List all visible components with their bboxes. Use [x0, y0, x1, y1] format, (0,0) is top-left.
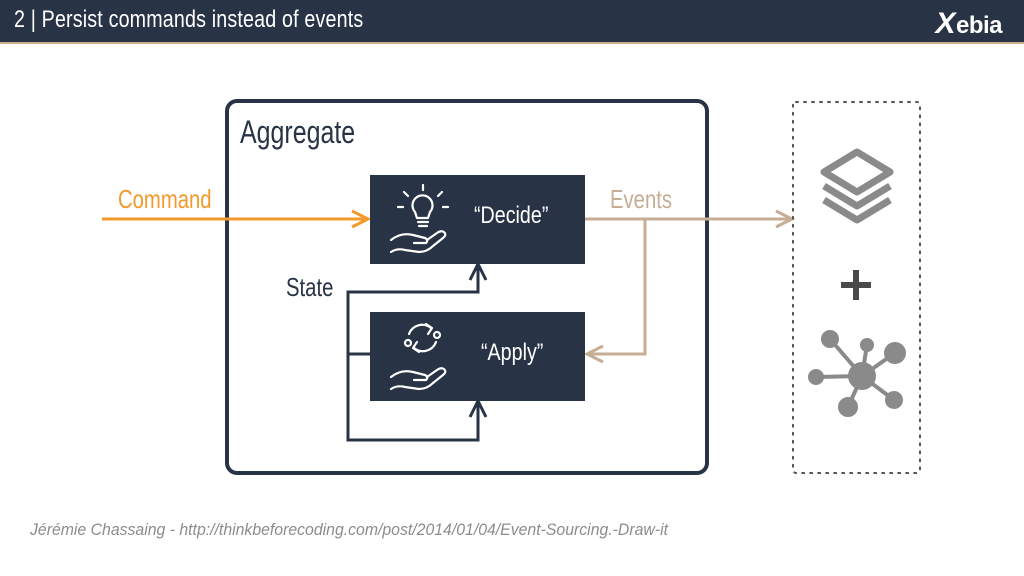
slide-title: 2 | Persist commands instead of events	[14, 6, 364, 33]
decide-label: “Decide”	[474, 202, 549, 229]
network-graph-icon	[808, 330, 906, 417]
events-label: Events	[610, 184, 673, 214]
title-bar: 2 | Persist commands instead of events X…	[0, 0, 1024, 44]
cycle-hand-icon	[389, 322, 447, 391]
events-to-apply-arrow	[583, 219, 647, 364]
database-stack-icon	[820, 148, 894, 224]
aggregate-box	[225, 99, 709, 475]
plus-icon	[841, 270, 871, 300]
state-label: State	[286, 272, 334, 302]
command-label: Command	[118, 184, 212, 214]
apply-box	[370, 312, 585, 401]
logo-text-rest: ebia	[955, 12, 1003, 39]
aggregate-label: Aggregate	[240, 114, 356, 150]
command-arrow	[102, 209, 372, 229]
events-arrow	[585, 209, 796, 229]
footer-citation: Jérémie Chassaing - http://thinkbeforeco…	[30, 520, 669, 539]
apply-label: “Apply”	[481, 339, 544, 366]
xebia-logo: Xebia	[935, 7, 1003, 40]
lightbulb-hand-icon	[389, 183, 450, 254]
